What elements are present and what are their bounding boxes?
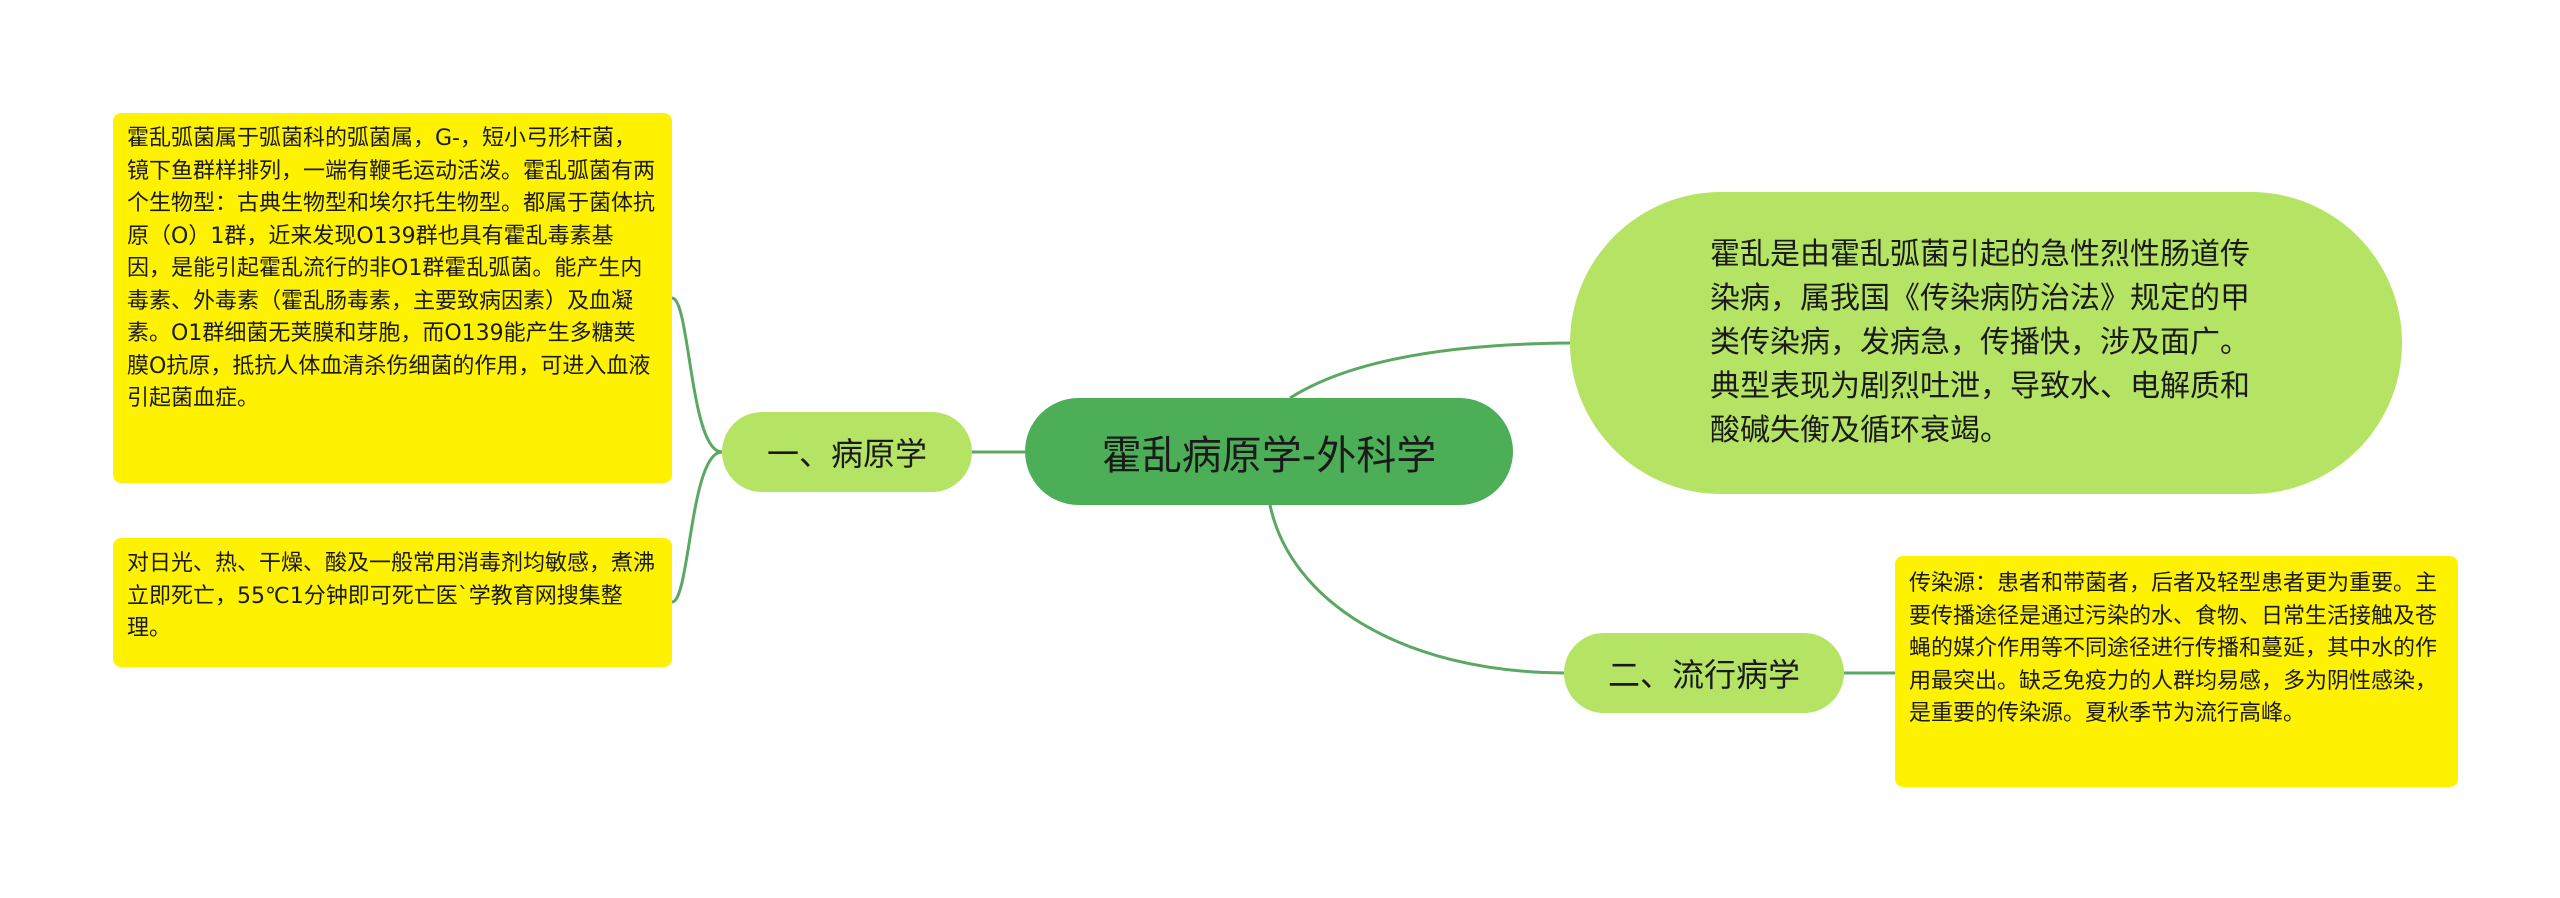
note-pathogen-characteristics[interactable]: 霍乱弧菌属于弧菌科的弧菌属，G-，短小弓形杆菌，镜下鱼群样排列，一端有鞭毛运动活…: [113, 113, 672, 483]
branch-epidemiology-label: 二、流行病学: [1607, 656, 1800, 694]
note-pathogen-resistance[interactable]: 对日光、热、干燥、酸及一般常用消毒剂均敏感，煮沸立即死亡，55℃1分钟即可死亡医…: [113, 538, 672, 667]
definition-bubble[interactable]: 霍乱是由霍乱弧菌引起的急性烈性肠道传染病，属我国《传染病防治法》规定的甲类传染病…: [1570, 192, 2402, 494]
connector-root-to-definition: [1289, 341, 1571, 400]
central-topic-label: 霍乱病原学-外科学: [1101, 432, 1437, 479]
note-pathogen-characteristics-text: 霍乱弧菌属于弧菌科的弧菌属，G-，短小弓形杆菌，镜下鱼群样排列，一端有鞭毛运动活…: [127, 126, 656, 411]
connector-pathogen-to-note-1: [671, 296, 723, 454]
note-epidemiology[interactable]: 传染源：患者和带菌者，后者及轻型患者更为重要。主要传播途径是通过污染的水、食物、…: [1895, 556, 2458, 787]
definition-text: 霍乱是由霍乱弧菌引起的急性烈性肠道传染病，属我国《传染病防治法》规定的甲类传染病…: [1710, 237, 2250, 448]
branch-pathogen[interactable]: 一、病原学: [722, 412, 972, 492]
connector-root-to-epidemiology: [1268, 504, 1565, 675]
connector-pathogen-to-note-2: [671, 450, 723, 604]
central-topic[interactable]: 霍乱病原学-外科学: [1025, 398, 1513, 505]
note-pathogen-resistance-text: 对日光、热、干燥、酸及一般常用消毒剂均敏感，煮沸立即死亡，55℃1分钟即可死亡医…: [127, 551, 656, 641]
note-epidemiology-text: 传染源：患者和带菌者，后者及轻型患者更为重要。主要传播途径是通过污染的水、食物、…: [1909, 571, 2438, 726]
branch-epidemiology[interactable]: 二、流行病学: [1564, 633, 1844, 713]
branch-pathogen-label: 一、病原学: [766, 435, 927, 473]
